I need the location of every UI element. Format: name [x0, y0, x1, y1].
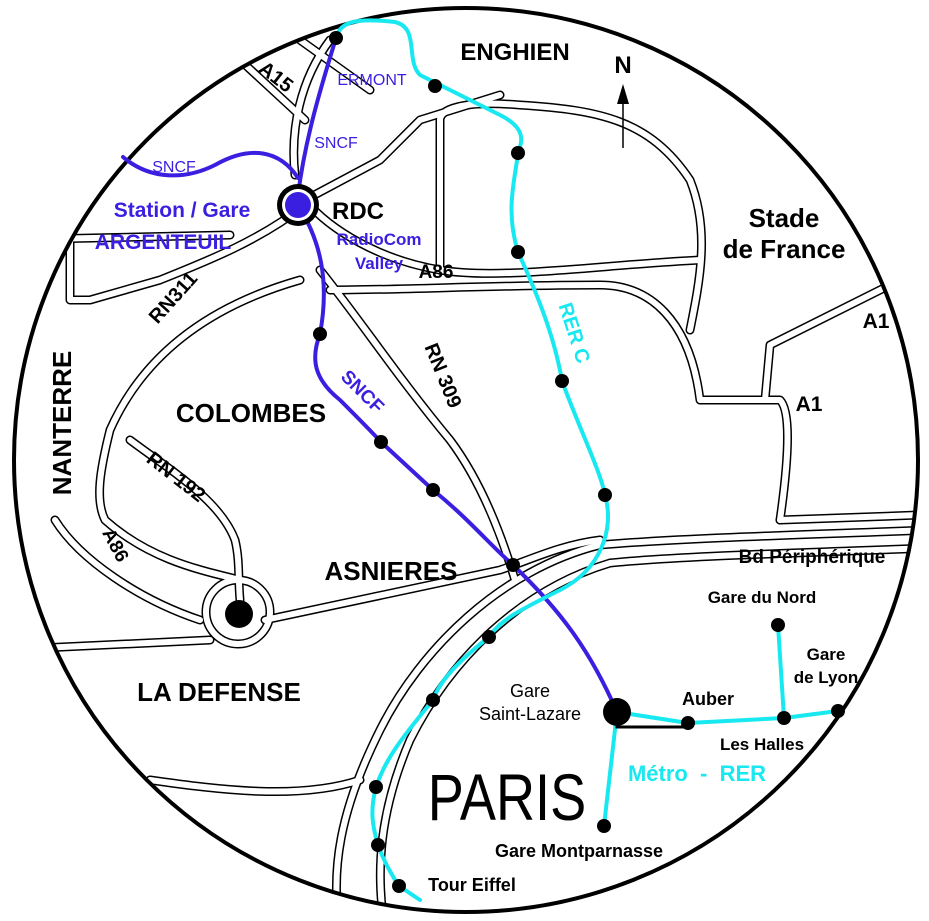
station-dot-sncf-2: [374, 435, 388, 449]
label-rn309: RN 309: [420, 340, 466, 411]
metro-line-montparnasse: [602, 710, 619, 828]
station-dots: [225, 31, 845, 893]
station-dot-la-defense: [225, 600, 253, 628]
road-stade-loop: [435, 99, 706, 335]
place-labels: ENGHIEN Stade de France NANTERRE COLOMBE…: [47, 39, 845, 834]
argenteuil-station-marker: [277, 184, 319, 226]
label-asnieres: ASNIERES: [325, 556, 458, 586]
label-a86-north: A86: [419, 262, 454, 283]
metro-line-auber: [615, 709, 840, 725]
station-dot-rer-7: [369, 780, 383, 794]
station-dot-rer-2: [511, 245, 525, 259]
station-dot-gare-du-nord: [771, 618, 785, 632]
station-dot-sncf-1: [313, 327, 327, 341]
station-dot-rer-6: [426, 693, 440, 707]
station-dot-tour-eiffel: [392, 879, 406, 893]
label-a1-lower: A1: [796, 393, 823, 416]
station-dot-les-halles: [777, 711, 791, 725]
station-dot-rer-3: [555, 374, 569, 388]
road-network: [14, 35, 918, 912]
station-dot-rer-1: [511, 146, 525, 160]
label-radiocom: RadioCom: [337, 230, 422, 249]
north-arrow-icon: N: [614, 52, 632, 148]
label-paris: PARIS: [428, 760, 586, 834]
label-stade-line2: de France: [723, 234, 846, 264]
label-station-gare: Station / Gare: [114, 199, 251, 222]
road-peripherique-inner: [375, 543, 918, 912]
label-a86-west: A86: [97, 525, 132, 566]
metro-line-gare-du-nord: [776, 623, 786, 720]
highlight-labels: Station / Gare ARGENTEUIL RDC RadioCom V…: [95, 198, 422, 273]
label-tour-eiffel: Tour Eiffel: [428, 875, 516, 895]
station-dot-enghien: [428, 79, 442, 93]
label-stade-line1: Stade: [749, 203, 820, 233]
label-metro-rer: Métro - RER: [628, 761, 766, 786]
label-valley: Valley: [355, 254, 404, 273]
label-la-defense: LA DEFENSE: [137, 677, 301, 707]
sncf-west-branch: [121, 151, 300, 180]
label-colombes: COLOMBES: [176, 398, 326, 428]
station-dot-saint-lazare: [603, 698, 631, 726]
station-dot-rer-4: [598, 488, 612, 502]
label-gare-de-lyon-1: Gare: [807, 645, 846, 664]
label-sncf-west: SNCF: [152, 159, 196, 176]
station-dot-sncf-4: [506, 558, 520, 572]
label-gare-de-lyon-2: de Lyon: [794, 668, 859, 687]
station-labels: Gare Saint-Lazare Auber Gare du Nord Gar…: [428, 588, 858, 895]
label-gare-du-nord: Gare du Nord: [708, 588, 817, 607]
sncf-north-branch: [296, 36, 338, 197]
label-gare-montparnasse: Gare Montparnasse: [495, 841, 663, 861]
map-boundary-circle: [12, 6, 920, 914]
sncf-line: [121, 36, 619, 714]
label-nanterre: NANTERRE: [47, 351, 77, 495]
label-a1-upper: A1: [863, 310, 890, 333]
label-sncf-north: SNCF: [314, 135, 358, 152]
label-enghien: ENGHIEN: [460, 39, 569, 66]
metro-rer-lines: [602, 623, 840, 828]
station-dot-rer-8: [371, 838, 385, 852]
label-rer-c: RER C: [554, 300, 594, 366]
label-bd-peripherique: Bd Périphérique: [739, 547, 886, 568]
label-rn192: RN 192: [142, 448, 209, 507]
label-rdc: RDC: [332, 198, 384, 225]
station-dot-ermont: [329, 31, 343, 45]
label-sncf-south: SNCF: [336, 366, 387, 417]
station-dot-sncf-3: [426, 483, 440, 497]
label-saint-lazare-2: Saint-Lazare: [479, 704, 581, 724]
label-ermont: ERMONT: [337, 72, 407, 89]
compass-label: N: [614, 52, 631, 79]
station-dot-rer-5: [482, 630, 496, 644]
station-dot-montparnasse: [597, 819, 611, 833]
road-rn309: [315, 265, 520, 585]
label-argenteuil: ARGENTEUIL: [95, 231, 232, 254]
station-dot-auber: [681, 716, 695, 730]
station-dot-gare-de-lyon: [831, 704, 845, 718]
sncf-south-branch: [296, 203, 619, 714]
label-auber: Auber: [682, 689, 734, 709]
label-saint-lazare-1: Gare: [510, 681, 550, 701]
label-les-halles: Les Halles: [720, 735, 804, 754]
